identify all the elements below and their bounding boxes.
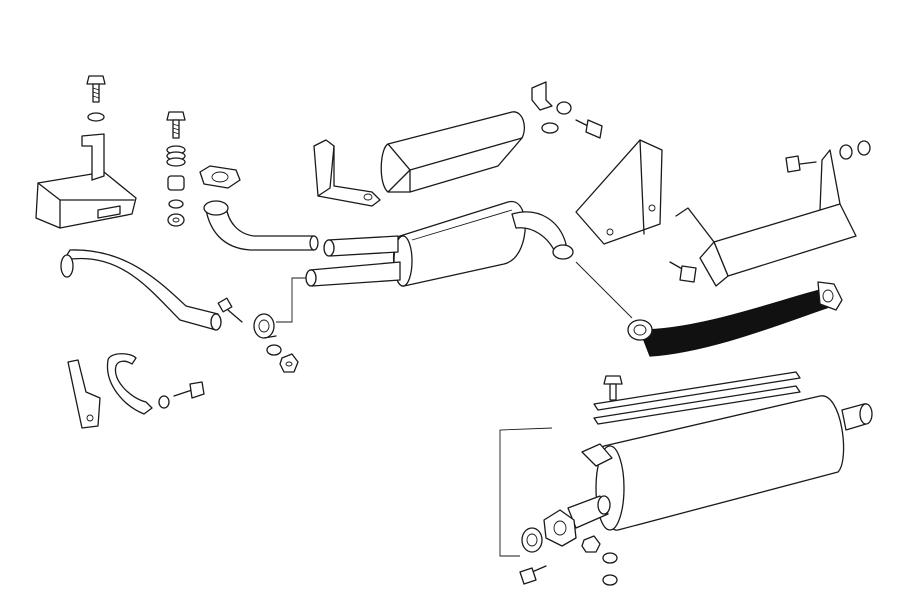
small-bracket-top [531,81,553,111]
callout-line-clamp [276,277,312,323]
callout-line-rear [499,427,553,557]
callout-line-center [575,261,633,319]
spring-rubber-mount [166,145,186,227]
rubber-strap-hanger [106,353,153,415]
bolt-top-center [575,119,603,139]
washer-rear-1 [602,552,618,564]
washer-right-2 [857,140,871,156]
bolt-right-upper [785,155,817,173]
pipe-clamp-ring [253,313,277,339]
washer-right-1 [839,144,853,160]
nut-rear [581,535,601,553]
triangular-bracket [575,139,663,245]
flange-gasket [199,165,241,189]
mounting-plate-left [67,359,101,429]
flange-rear [543,509,577,547]
bolt-top-left [86,75,106,103]
washer-rear-2 [602,574,618,586]
bolt-rear-bottom [519,565,547,585]
bolt-rear-top [603,375,623,401]
hanger-bracket [313,139,381,207]
clamp-rear [521,527,543,553]
washer-top-left [87,112,105,122]
heat-shield-bracket-left [35,133,137,229]
front-pipe-lower [60,249,222,331]
rear-connecting-pipe [627,281,843,357]
heat-shield-center [380,111,526,193]
clamp-bolt-left [217,297,243,323]
washer-top-center-1 [556,101,572,115]
rear-muffler [581,395,873,531]
front-pipe-upper [203,200,319,251]
bolt-strap [173,381,205,399]
bolt-right-lower [669,261,697,283]
bolt-mount-stack [166,111,186,139]
front-muffler [305,200,574,287]
rear-hanger-strips [593,371,801,425]
heat-shield-right [675,149,857,287]
washer-strap [158,395,170,409]
washer-top-center-2 [541,122,559,134]
nut-clamp [279,353,299,373]
washer-clamp [266,344,282,356]
